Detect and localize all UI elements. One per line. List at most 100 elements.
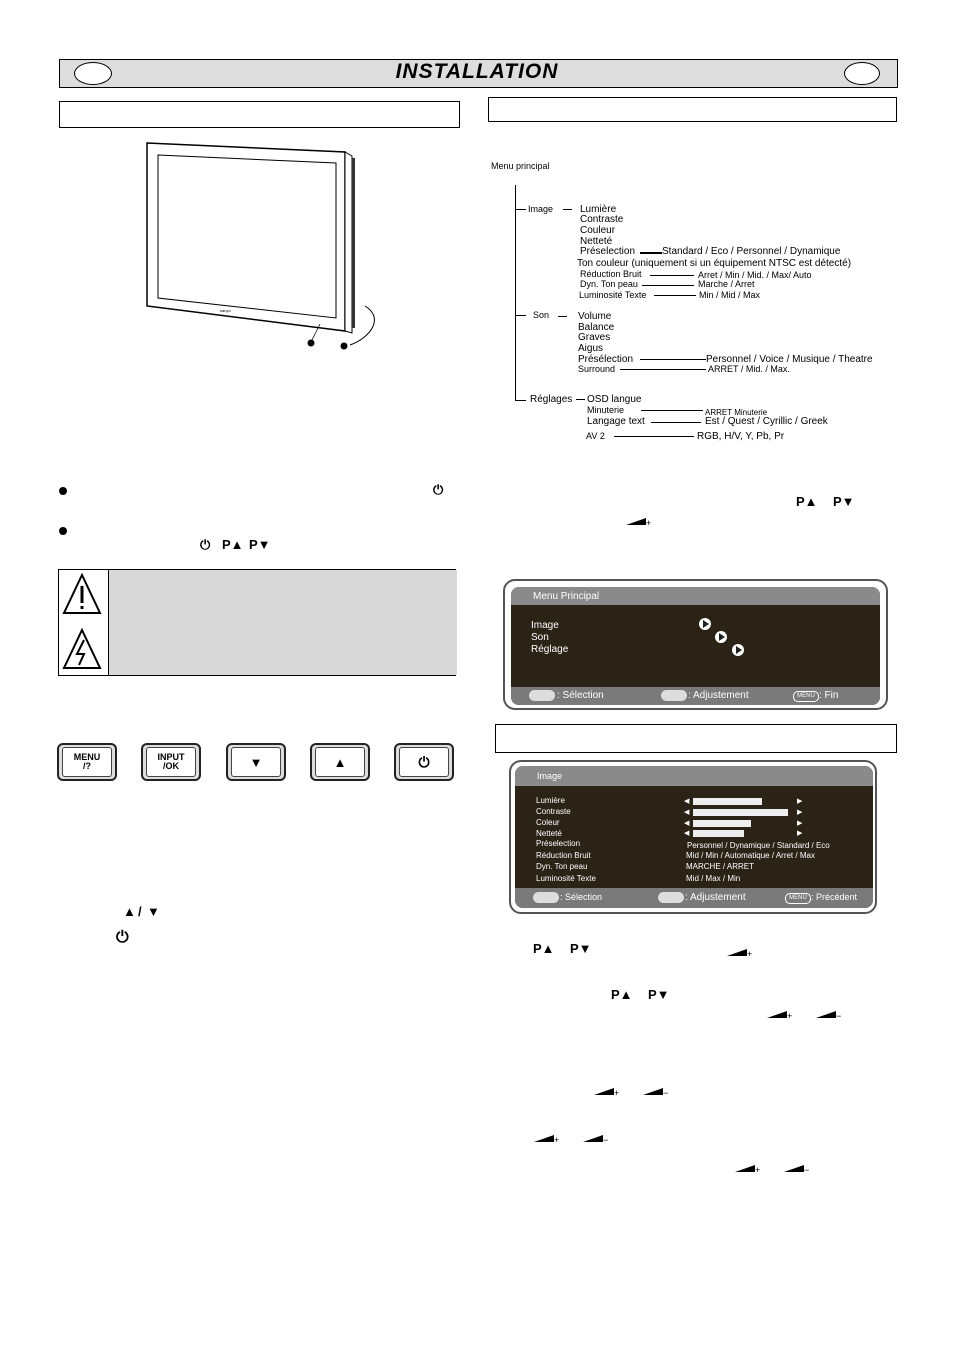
osd-main-item[interactable]: Son bbox=[531, 632, 549, 643]
p-up-symbol: P▲ bbox=[533, 941, 555, 956]
slider-right-arrow-icon[interactable]: ▶ bbox=[797, 830, 803, 837]
header-left-oval bbox=[74, 62, 112, 85]
osd-image-item[interactable]: Netteté bbox=[536, 829, 562, 838]
tv-brand: sanyo bbox=[220, 308, 231, 313]
volume-down-icon: − bbox=[583, 1130, 608, 1148]
slider-left-arrow-icon[interactable]: ◀ bbox=[684, 798, 690, 805]
left-right-keys-icon bbox=[661, 690, 687, 701]
power-button[interactable]: ⏻ bbox=[394, 743, 454, 781]
tree-value: Min / Mid / Max bbox=[699, 290, 761, 300]
p-down-symbol: P▼ bbox=[570, 941, 592, 956]
arrow-right-icon bbox=[699, 618, 711, 630]
volume-up-icon: + bbox=[767, 1006, 792, 1024]
tree-branch bbox=[515, 400, 526, 401]
tree-value: ARRET Minuterie bbox=[705, 408, 768, 417]
osd-image-value: Mid / Min / Automatique / Arret / Max bbox=[686, 851, 815, 860]
osd-main-title: Menu Principal bbox=[533, 591, 600, 602]
down-button[interactable]: ▼ bbox=[226, 743, 286, 781]
tree-connector bbox=[640, 359, 706, 360]
power-symbol: ⏻ bbox=[200, 537, 211, 552]
warning-box bbox=[58, 569, 457, 676]
tree-connector bbox=[620, 369, 706, 370]
slider-left-arrow-icon[interactable]: ◀ bbox=[684, 820, 690, 827]
menu-tree-root: Menu principal bbox=[491, 161, 550, 171]
slider-bar[interactable] bbox=[693, 830, 744, 837]
slider-right-arrow-icon[interactable]: ▶ bbox=[797, 798, 803, 805]
osd-image-menu: Image Lumière Contraste Coleur Netteté P… bbox=[509, 760, 877, 914]
tree-trunk bbox=[515, 185, 516, 401]
tree-item: Surround bbox=[578, 364, 616, 374]
tree-value: RGB, H/V, Y, Pb, Pr bbox=[697, 431, 785, 442]
slider-bar[interactable] bbox=[693, 820, 751, 827]
tree-item: Ton couleur (uniquement si un équipement… bbox=[577, 258, 852, 269]
input-ok-button-label: INPUT /OK bbox=[146, 747, 196, 777]
tree-branch bbox=[515, 315, 526, 316]
osd-image-item[interactable]: Lumière bbox=[536, 796, 565, 805]
tree-item: Contraste bbox=[580, 214, 624, 225]
up-button[interactable]: ▲ bbox=[310, 743, 370, 781]
tree-reglages-label: Réglages bbox=[530, 394, 573, 405]
input-ok-button[interactable]: INPUT /OK bbox=[141, 743, 201, 781]
volume-down-icon: − bbox=[784, 1160, 809, 1178]
osd-main-item[interactable]: Image bbox=[531, 620, 559, 631]
slider-bar[interactable] bbox=[693, 809, 788, 816]
tree-connector bbox=[640, 252, 662, 254]
p-down-symbol: P▼ bbox=[833, 494, 855, 509]
footer-end: : Fin bbox=[819, 690, 839, 701]
footer-adjust: : Adjustement bbox=[685, 892, 746, 903]
section-box-left bbox=[59, 101, 460, 128]
tree-item: OSD langue bbox=[587, 394, 642, 405]
osd-main-item[interactable]: Réglage bbox=[531, 644, 569, 655]
section-box-right-2 bbox=[495, 724, 897, 753]
header-right-oval bbox=[844, 62, 880, 85]
tree-item: Minuterie bbox=[587, 405, 625, 415]
slider-right-arrow-icon[interactable]: ▶ bbox=[797, 820, 803, 827]
tree-value: Est / Quest / Cyrillic / Greek bbox=[705, 416, 828, 427]
tree-connector bbox=[650, 275, 694, 276]
tree-item: Graves bbox=[578, 332, 611, 343]
arrow-right-icon bbox=[731, 644, 744, 656]
osd-image-item[interactable]: Coleur bbox=[536, 818, 560, 827]
osd-image-item[interactable]: Contraste bbox=[536, 807, 571, 816]
osd-image-item[interactable]: Dyn. Ton peau bbox=[536, 862, 588, 871]
menu-key-icon: MENU bbox=[785, 893, 811, 904]
tree-item: Aigus bbox=[578, 343, 604, 354]
electric-shock-icon bbox=[62, 628, 102, 669]
power-symbol: ⏻ bbox=[116, 929, 129, 946]
up-button-label: ▲ bbox=[315, 747, 365, 777]
page-title: INSTALLATION bbox=[395, 60, 559, 83]
slider-left-arrow-icon[interactable]: ◀ bbox=[684, 830, 690, 837]
osd-image-value: MARCHE / ARRET bbox=[686, 862, 755, 871]
tree-value: Standard / Eco / Personnel / Dynamique bbox=[662, 246, 841, 257]
slider-right-arrow-icon[interactable]: ▶ bbox=[797, 809, 803, 816]
tree-connector bbox=[641, 410, 703, 411]
tree-branch bbox=[563, 209, 572, 210]
osd-image-item[interactable]: Préselection bbox=[536, 839, 581, 848]
osd-image-title: Image bbox=[537, 771, 563, 781]
tree-item: Dyn. Ton peau bbox=[580, 279, 638, 289]
volume-down-icon: − bbox=[816, 1006, 841, 1024]
section-box-right bbox=[488, 97, 897, 122]
slash-symbol: / bbox=[138, 904, 142, 919]
osd-image-item[interactable]: Luminosité Texte bbox=[536, 874, 596, 883]
tree-connector bbox=[654, 295, 696, 296]
tree-item: Réduction Bruit bbox=[580, 269, 642, 279]
slider-left-arrow-icon[interactable]: ◀ bbox=[684, 809, 690, 816]
tree-value: ARRET / Mid. / Max. bbox=[708, 364, 790, 374]
p-up-symbol: P▲ bbox=[611, 987, 633, 1002]
tree-item: Préselection bbox=[580, 246, 636, 257]
slider-bar[interactable] bbox=[693, 798, 762, 805]
warning-icon bbox=[62, 573, 102, 614]
power-button-label: ⏻ bbox=[399, 747, 449, 777]
osd-image-item[interactable]: Réduction Bruit bbox=[536, 851, 591, 860]
p-down-symbol: P▼ bbox=[249, 537, 271, 552]
volume-up-icon: + bbox=[735, 1160, 760, 1178]
tree-image-label: Image bbox=[528, 204, 554, 214]
menu-button[interactable]: MENU /? bbox=[57, 743, 117, 781]
p-up-symbol: P▲ bbox=[222, 537, 244, 552]
tree-branch bbox=[515, 209, 526, 210]
tree-item: Balance bbox=[578, 322, 615, 333]
tree-branch bbox=[576, 399, 585, 400]
tree-value: Personnel / Voice / Musique / Theatre bbox=[706, 354, 873, 365]
tree-item: Luminosité Texte bbox=[579, 290, 647, 300]
